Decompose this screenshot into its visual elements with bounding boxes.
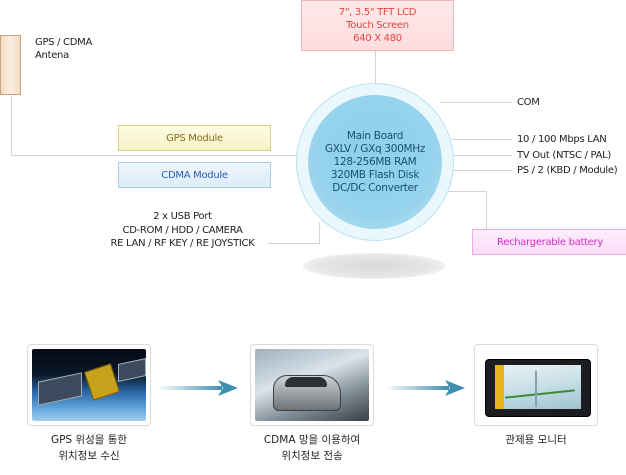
connector-battery-h bbox=[440, 191, 486, 192]
flow-step-3-caption-line-1: 관제용 모니터 bbox=[505, 434, 567, 446]
gps-module-box: GPS Module bbox=[118, 125, 271, 151]
lcd-line-1: 7", 3.5" TFT LCD bbox=[338, 7, 417, 18]
connector-lan bbox=[452, 139, 512, 140]
antena-line-2: Antena bbox=[35, 50, 69, 61]
antena-icon bbox=[0, 35, 21, 95]
satellite-panel-left bbox=[38, 372, 82, 406]
battery-label: Rechargerable battery bbox=[497, 236, 603, 248]
arrow-right-icon bbox=[385, 380, 465, 396]
cdma-module-box: CDMA Module bbox=[118, 162, 271, 188]
flow-step-3-caption: 관제용 모니터 bbox=[474, 432, 598, 448]
connector-antena-horizontal bbox=[11, 155, 298, 156]
flow-step-1-thumb bbox=[27, 344, 151, 426]
map-sidebar bbox=[495, 365, 504, 409]
car-windshield bbox=[285, 377, 327, 387]
arrow-right-icon bbox=[158, 380, 238, 396]
monitor-screen bbox=[495, 365, 581, 409]
connector-usb-h bbox=[268, 243, 320, 244]
usb-line-3: RE LAN / RF KEY / RE JOYSTICK bbox=[110, 238, 255, 249]
flow-step-3-thumb bbox=[474, 344, 598, 426]
gps-module-label: GPS Module bbox=[166, 132, 223, 144]
connector-antena bbox=[11, 96, 12, 156]
lcd-line-3: 640 X 480 bbox=[353, 33, 402, 44]
lcd-line-2: Touch Screen bbox=[346, 20, 409, 31]
monitor-bezel bbox=[485, 359, 591, 417]
flow-step-1-caption-line-1: GPS 위성을 통한 bbox=[50, 434, 128, 446]
connector-usb-v bbox=[319, 222, 320, 243]
usb-line-1: 2 x USB Port bbox=[153, 211, 212, 222]
monitor-image bbox=[479, 349, 593, 421]
flow-step-2-caption: CDMA 망을 이용하여 위치정보 전송 bbox=[250, 432, 374, 464]
cdma-module-label: CDMA Module bbox=[161, 169, 228, 181]
connector-battery-v bbox=[486, 191, 487, 229]
board-line-3: 128-256MB RAM bbox=[333, 155, 417, 168]
car-image bbox=[255, 349, 369, 421]
flow-step-2-caption-line-1: CDMA 망을 이용하여 bbox=[263, 434, 361, 446]
lcd-box: 7", 3.5" TFT LCD Touch Screen 640 X 480 bbox=[301, 0, 454, 51]
board-shadow bbox=[303, 253, 445, 279]
port-ps2: PS / 2 (KBD / Module) bbox=[517, 165, 618, 176]
connector-lcd bbox=[375, 50, 376, 84]
main-board-circle: Main Board GXLV / GXq 300MHz 128-256MB R… bbox=[308, 95, 442, 229]
port-tvout: TV Out (NTSC / PAL) bbox=[517, 150, 611, 161]
satellite-panel-right bbox=[118, 358, 146, 382]
satellite-image bbox=[32, 349, 146, 421]
port-lan: 10 / 100 Mbps LAN bbox=[517, 134, 607, 145]
connector-tvout bbox=[453, 155, 512, 156]
port-com: COM bbox=[517, 97, 540, 108]
antena-line-1: GPS / CDMA bbox=[35, 37, 93, 48]
flow-step-1-caption: GPS 위성을 통한 위치정보 수신 bbox=[27, 432, 151, 464]
board-line-1: Main Board bbox=[346, 129, 404, 142]
antena-label: GPS / CDMA Antena bbox=[35, 36, 92, 62]
usb-label: 2 x USB Port CD-ROM / HDD / CAMERA RE LA… bbox=[100, 210, 265, 251]
connector-com bbox=[440, 102, 512, 103]
map-road-2 bbox=[535, 371, 537, 407]
satellite-body bbox=[84, 363, 120, 401]
connector-ps2 bbox=[450, 170, 512, 171]
map-road-1 bbox=[505, 389, 575, 399]
usb-line-2: CD-ROM / HDD / CAMERA bbox=[122, 224, 243, 236]
board-line-5: DC/DC Converter bbox=[332, 181, 418, 194]
flow-step-1-caption-line-2: 위치정보 수신 bbox=[58, 450, 120, 462]
flow-step-2-thumb bbox=[250, 344, 374, 426]
board-line-2: GXLV / GXq 300MHz bbox=[324, 142, 426, 155]
flow-step-2-caption-line-2: 위치정보 전송 bbox=[281, 450, 343, 462]
battery-box: Rechargerable battery bbox=[472, 229, 626, 255]
board-line-4: 320MB Flash Disk bbox=[330, 168, 420, 181]
